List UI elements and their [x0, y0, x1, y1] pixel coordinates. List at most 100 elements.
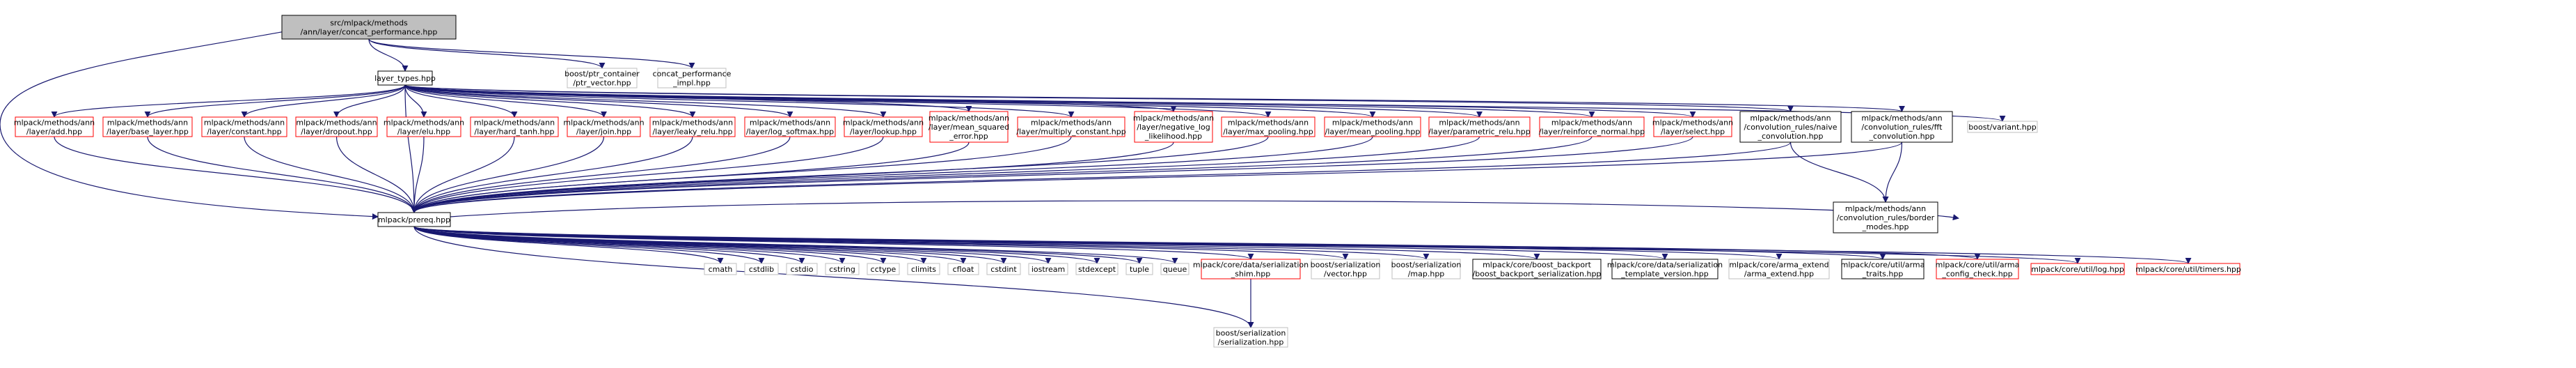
- edge-multiply_constant-to-prereq: [411, 136, 1072, 213]
- node-label-naive_convolution-2: _convolution.hpp: [1757, 132, 1823, 141]
- node-tuple[interactable]: tuple: [1125, 263, 1153, 275]
- node-timers[interactable]: mlpack/core/util/timers.hpp: [2135, 263, 2241, 275]
- node-cmath[interactable]: cmath: [704, 263, 737, 275]
- node-label-cstdint-0: cstdint: [990, 265, 1017, 274]
- edge-naive_convolution-to-prereq: [411, 141, 1792, 213]
- node-label-arma_config_check-0: mlpack/core/util/arma: [1936, 261, 2020, 270]
- node-max_pooling[interactable]: mlpack/methods/ann/layer/max_pooling.hpp: [1221, 116, 1315, 137]
- node-mean_pooling[interactable]: mlpack/methods/ann/layer/mean_pooling.hp…: [1324, 116, 1421, 137]
- node-box-stdexcept: [1075, 263, 1119, 275]
- node-label-arma_extend-1: /arma_extend.hpp: [1744, 270, 1814, 279]
- node-box-dropout: [295, 116, 378, 137]
- node-label-leaky_relu-1: /layer/leaky_relu.hpp: [652, 128, 732, 137]
- edge-layer_types-to-add: [51, 84, 406, 118]
- node-box-timers: [2136, 263, 2241, 275]
- node-cstring[interactable]: cstring: [825, 263, 860, 275]
- edge-prereq-to-border_modes: [450, 200, 1959, 221]
- node-label-border_modes-1: /convolution_rules/border: [1837, 213, 1935, 222]
- node-label-arma_config_check-1: _config_check.hpp: [1941, 270, 2012, 279]
- node-serialization_vector[interactable]: boost/serialization/vector.hpp: [1311, 259, 1381, 279]
- node-cstdlib[interactable]: cstdlib: [744, 263, 779, 275]
- node-iostream[interactable]: iostream: [1028, 263, 1068, 275]
- node-hard_tanh[interactable]: mlpack/methods/ann/layer/hard_tanh.hpp: [470, 116, 559, 137]
- node-box-base_layer: [102, 116, 193, 137]
- node-label-multiply_constant-0: mlpack/methods/ann: [1031, 118, 1112, 128]
- node-box-climits: [907, 263, 940, 275]
- node-prereq[interactable]: mlpack/prereq.hpp: [377, 212, 451, 227]
- node-cstdio[interactable]: cstdio: [786, 263, 818, 275]
- node-queue[interactable]: queue: [1160, 263, 1190, 275]
- node-label-stdexcept-0: stdexcept: [1078, 265, 1116, 274]
- node-log[interactable]: mlpack/core/util/log.hpp: [2030, 263, 2125, 275]
- node-leaky_relu[interactable]: mlpack/methods/ann/layer/leaky_relu.hpp: [649, 116, 736, 137]
- node-cctype[interactable]: cctype: [867, 263, 900, 275]
- node-label-border_modes-2: _modes.hpp: [1862, 222, 1909, 231]
- node-label-cstdio-0: cstdio: [791, 265, 814, 274]
- node-box-negative_log_likelihood: [1134, 111, 1213, 143]
- node-label-base_layer-0: mlpack/methods/ann: [107, 118, 188, 128]
- node-label-serialization-0: boost/serialization: [1216, 329, 1286, 338]
- node-constant[interactable]: mlpack/methods/ann/layer/constant.hpp: [201, 116, 287, 137]
- node-arma_config_check[interactable]: mlpack/core/util/arma_config_check.hpp: [1936, 259, 2020, 279]
- node-label-timers-0: mlpack/core/util/timers.hpp: [2135, 265, 2241, 274]
- node-lookup[interactable]: mlpack/methods/ann/layer/lookup.hpp: [843, 116, 924, 137]
- node-fft_convolution[interactable]: mlpack/methods/ann/convolution_rules/fft…: [1851, 111, 1953, 143]
- node-serialization_map[interactable]: boost/serialization/map.hpp: [1391, 259, 1462, 279]
- node-serialization_shim[interactable]: mlpack/core/data/serialization_shim.hpp: [1193, 259, 1309, 279]
- node-serialization[interactable]: boost/serialization/serialization.hpp: [1213, 327, 1288, 348]
- node-multiply_constant[interactable]: mlpack/methods/ann/layer/multiply_consta…: [1016, 116, 1126, 137]
- node-box-cfloat: [947, 263, 979, 275]
- node-cfloat[interactable]: cfloat: [947, 263, 979, 275]
- node-ptr_vector[interactable]: boost/ptr_container/ptr_vector.hpp: [564, 68, 640, 89]
- node-reinforce_normal[interactable]: mlpack/methods/ann/layer/reinforce_norma…: [1539, 116, 1645, 137]
- edge-layer_types-to-base_layer: [144, 84, 406, 118]
- node-label-serialization-1: /serialization.hpp: [1218, 338, 1284, 347]
- node-box-max_pooling: [1221, 116, 1315, 137]
- node-boost_backport[interactable]: mlpack/core/boost_backport/boost_backpor…: [1472, 259, 1602, 279]
- edge-parametric_relu-to-prereq: [411, 136, 1480, 213]
- node-parametric_relu[interactable]: mlpack/methods/ann/layer/parametric_relu…: [1428, 116, 1531, 137]
- edge-layer_types-to-log_softmax: [404, 84, 793, 118]
- node-box-serialization: [1213, 327, 1288, 348]
- node-stdexcept[interactable]: stdexcept: [1075, 263, 1119, 275]
- node-label-variant-0: boost/variant.hpp: [1968, 123, 2036, 132]
- node-arma_traits[interactable]: mlpack/core/util/arma_traits.hpp: [1841, 259, 1925, 279]
- node-dropout[interactable]: mlpack/methods/ann/layer/dropout.hpp: [295, 116, 378, 137]
- node-climits[interactable]: climits: [907, 263, 940, 275]
- node-variant[interactable]: boost/variant.hpp: [1967, 121, 2038, 133]
- node-template_version[interactable]: mlpack/core/data/serialization_template_…: [1607, 259, 1723, 279]
- node-label-serialization_shim-1: _shim.hpp: [1231, 270, 1270, 279]
- node-concat_impl[interactable]: concat_performance_impl.hpp: [653, 68, 732, 89]
- node-box-lookup: [844, 116, 923, 137]
- node-join[interactable]: mlpack/methods/ann/layer/join.hpp: [563, 116, 645, 137]
- node-label-add-0: mlpack/methods/ann: [14, 118, 95, 128]
- node-select[interactable]: mlpack/methods/ann/layer/select.hpp: [1652, 116, 1733, 137]
- node-label-reinforce_normal-0: mlpack/methods/ann: [1551, 118, 1632, 128]
- node-label-fft_convolution-0: mlpack/methods/ann: [1861, 114, 1942, 123]
- node-mean_squared_error[interactable]: mlpack/methods/ann/layer/mean_squared_er…: [929, 111, 1009, 143]
- node-layer_types[interactable]: layer_types.hpp: [374, 70, 436, 86]
- node-label-constant-1: /layer/constant.hpp: [207, 128, 281, 137]
- node-label-layer_types-0: layer_types.hpp: [374, 74, 436, 83]
- node-label-leaky_relu-0: mlpack/methods/ann: [652, 118, 733, 128]
- node-add[interactable]: mlpack/methods/ann/layer/add.hpp: [14, 116, 95, 137]
- node-negative_log_likelihood[interactable]: mlpack/methods/ann/layer/negative_log_li…: [1133, 111, 1214, 143]
- node-arma_extend[interactable]: mlpack/core/arma_extend/arma_extend.hpp: [1728, 259, 1830, 279]
- node-box-leaky_relu: [649, 116, 736, 137]
- node-log_softmax[interactable]: mlpack/methods/ann/layer/log_softmax.hpp: [744, 116, 836, 137]
- node-elu[interactable]: mlpack/methods/ann/layer/elu.hpp: [384, 116, 464, 137]
- node-box-select: [1653, 116, 1732, 137]
- node-naive_convolution[interactable]: mlpack/methods/ann/convolution_rules/nai…: [1739, 111, 1842, 143]
- node-label-serialization_shim-0: mlpack/core/data/serialization: [1193, 261, 1309, 270]
- node-label-boost_backport-1: /boost_backport_serialization.hpp: [1473, 270, 1602, 279]
- node-border_modes[interactable]: mlpack/methods/ann/convolution_rules/bor…: [1833, 201, 1938, 233]
- dependency-nodes: src/mlpack/methods/ann/layer/concat_perf…: [14, 15, 2241, 348]
- edge-lookup-to-prereq: [411, 136, 884, 213]
- node-label-fft_convolution-1: /convolution_rules/fft: [1862, 123, 1943, 132]
- node-label-cfloat-0: cfloat: [953, 265, 974, 274]
- node-label-ptr_vector-0: boost/ptr_container: [564, 70, 640, 79]
- node-box-variant: [1967, 121, 2038, 133]
- node-cstdint[interactable]: cstdint: [986, 263, 1021, 275]
- node-base_layer[interactable]: mlpack/methods/ann/layer/base_layer.hpp: [102, 116, 193, 137]
- node-root[interactable]: src/mlpack/methods/ann/layer/concat_perf…: [281, 15, 457, 40]
